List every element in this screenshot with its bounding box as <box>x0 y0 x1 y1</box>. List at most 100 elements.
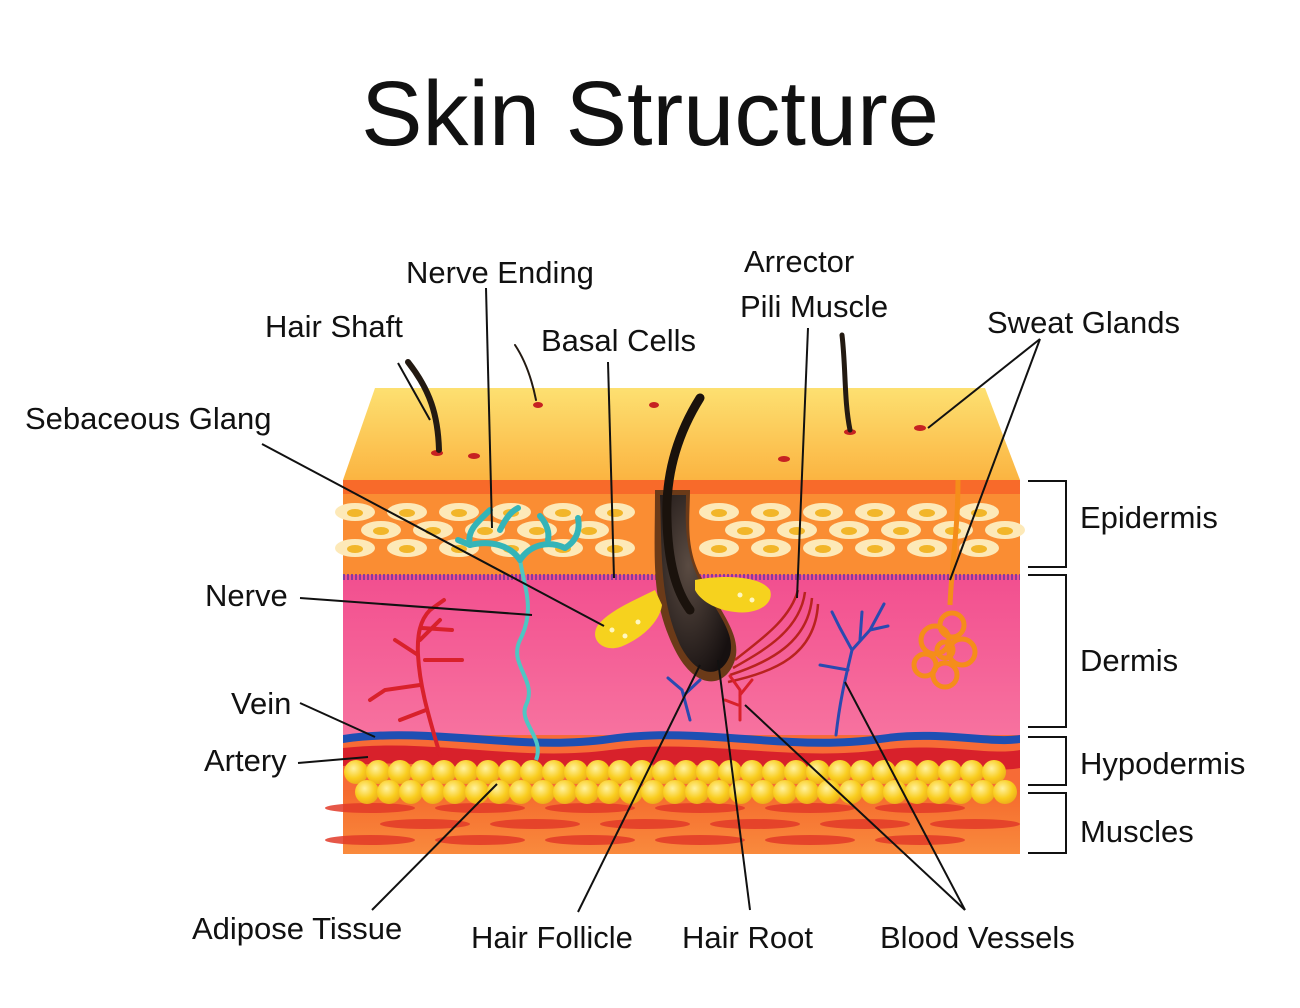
muscle-fiber <box>600 819 690 829</box>
fat-globule <box>938 760 962 784</box>
fat-globule <box>432 760 456 784</box>
fat-globule <box>795 780 819 804</box>
adipose-fat-globules <box>344 760 1017 804</box>
fat-globule <box>751 780 775 804</box>
muscle-fiber <box>435 835 525 845</box>
layer-label-epidermis: Epidermis <box>1080 500 1218 535</box>
fat-globule <box>597 780 621 804</box>
cell-nucleus <box>399 545 415 553</box>
fat-globule <box>784 760 808 784</box>
fat-globule <box>388 760 412 784</box>
fat-globule <box>960 760 984 784</box>
skin-pores <box>431 402 926 462</box>
leader-lines <box>261 287 1041 913</box>
muscle-fiber <box>765 803 855 813</box>
small-hairs <box>405 332 853 453</box>
layer-label-hypodermis: Hypodermis <box>1080 746 1246 781</box>
fat-globule <box>685 780 709 804</box>
cell-nucleus <box>789 527 805 535</box>
muscle-fiber <box>545 803 635 813</box>
cell-nucleus <box>763 509 779 517</box>
fat-globule <box>509 780 533 804</box>
muscle-fiber <box>325 835 415 845</box>
cell-nucleus <box>451 509 467 517</box>
muscle-fiber <box>655 803 745 813</box>
fat-globule <box>641 780 665 804</box>
fat-globule <box>564 760 588 784</box>
fat-globule <box>652 760 676 784</box>
label-adipose-tissue: Adipose Tissue <box>192 911 403 946</box>
fat-globule <box>575 780 599 804</box>
blood-vessels-red <box>723 674 754 722</box>
fat-globule <box>487 780 511 804</box>
cell-nucleus <box>581 527 597 535</box>
label-sweat-glands: Sweat Glands <box>987 305 1180 340</box>
cell-nucleus <box>529 527 545 535</box>
fat-globule <box>531 780 555 804</box>
fat-globule <box>344 760 368 784</box>
label-artery: Artery <box>204 743 287 778</box>
fat-globule <box>927 780 951 804</box>
fat-globule <box>443 780 467 804</box>
fat-globule <box>916 760 940 784</box>
arrector-pili-muscle <box>727 589 820 684</box>
muscle-fiber <box>380 819 470 829</box>
label-vein: Vein <box>231 686 292 721</box>
layer-brackets <box>1028 480 1067 854</box>
fat-globule <box>663 780 687 804</box>
muscle-fiber <box>435 803 525 813</box>
fat-globule <box>861 780 885 804</box>
cell-nucleus <box>971 545 987 553</box>
muscle-fiber <box>545 835 635 845</box>
fat-globule <box>971 780 995 804</box>
fat-globule <box>762 760 786 784</box>
fat-globule <box>619 780 643 804</box>
label-basal-cells: Basal Cells <box>541 323 697 358</box>
cell-nucleus <box>347 509 363 517</box>
cell-nucleus <box>815 545 831 553</box>
muscle-fiber <box>765 835 855 845</box>
cell-nucleus <box>555 509 571 517</box>
cell-nucleus <box>737 527 753 535</box>
fat-globule <box>905 780 929 804</box>
fat-globule <box>718 760 742 784</box>
cell-nucleus <box>399 509 415 517</box>
fat-globule <box>465 780 489 804</box>
label-arrector: Arrector <box>744 244 855 279</box>
label-pili-muscle: Pili Muscle <box>740 289 889 324</box>
cell-nucleus <box>893 527 909 535</box>
fat-globule <box>828 760 852 784</box>
muscle-fiber <box>655 835 745 845</box>
muscle-fiber <box>875 835 965 845</box>
fat-globule <box>399 780 423 804</box>
fat-globule <box>993 780 1017 804</box>
muscle-fiber <box>325 803 415 813</box>
nerve-ending <box>455 505 582 563</box>
muscle-fiber <box>875 803 965 813</box>
cell-nucleus <box>867 509 883 517</box>
fat-globule <box>839 780 863 804</box>
fat-globule <box>707 780 731 804</box>
cell-nucleus <box>997 527 1013 535</box>
fat-globule <box>366 760 390 784</box>
fat-globule <box>542 760 566 784</box>
label-hair-follicle: Hair Follicle <box>471 920 633 955</box>
fat-globule <box>883 780 907 804</box>
fat-globule <box>520 760 544 784</box>
cell-nucleus <box>711 545 727 553</box>
label-nerve: Nerve <box>205 578 288 613</box>
page-title: Skin Structure <box>361 63 939 165</box>
cell-nucleus <box>945 527 961 535</box>
fat-globule <box>949 780 973 804</box>
cell-nucleus <box>607 545 623 553</box>
fat-globule <box>850 760 874 784</box>
fat-globule <box>410 760 434 784</box>
fat-globule <box>630 760 654 784</box>
fat-globule <box>608 760 632 784</box>
layer-label-dermis: Dermis <box>1080 643 1179 678</box>
cell-nucleus <box>607 509 623 517</box>
fat-globule <box>553 780 577 804</box>
cell-nucleus <box>347 545 363 553</box>
fat-globule <box>377 780 401 804</box>
